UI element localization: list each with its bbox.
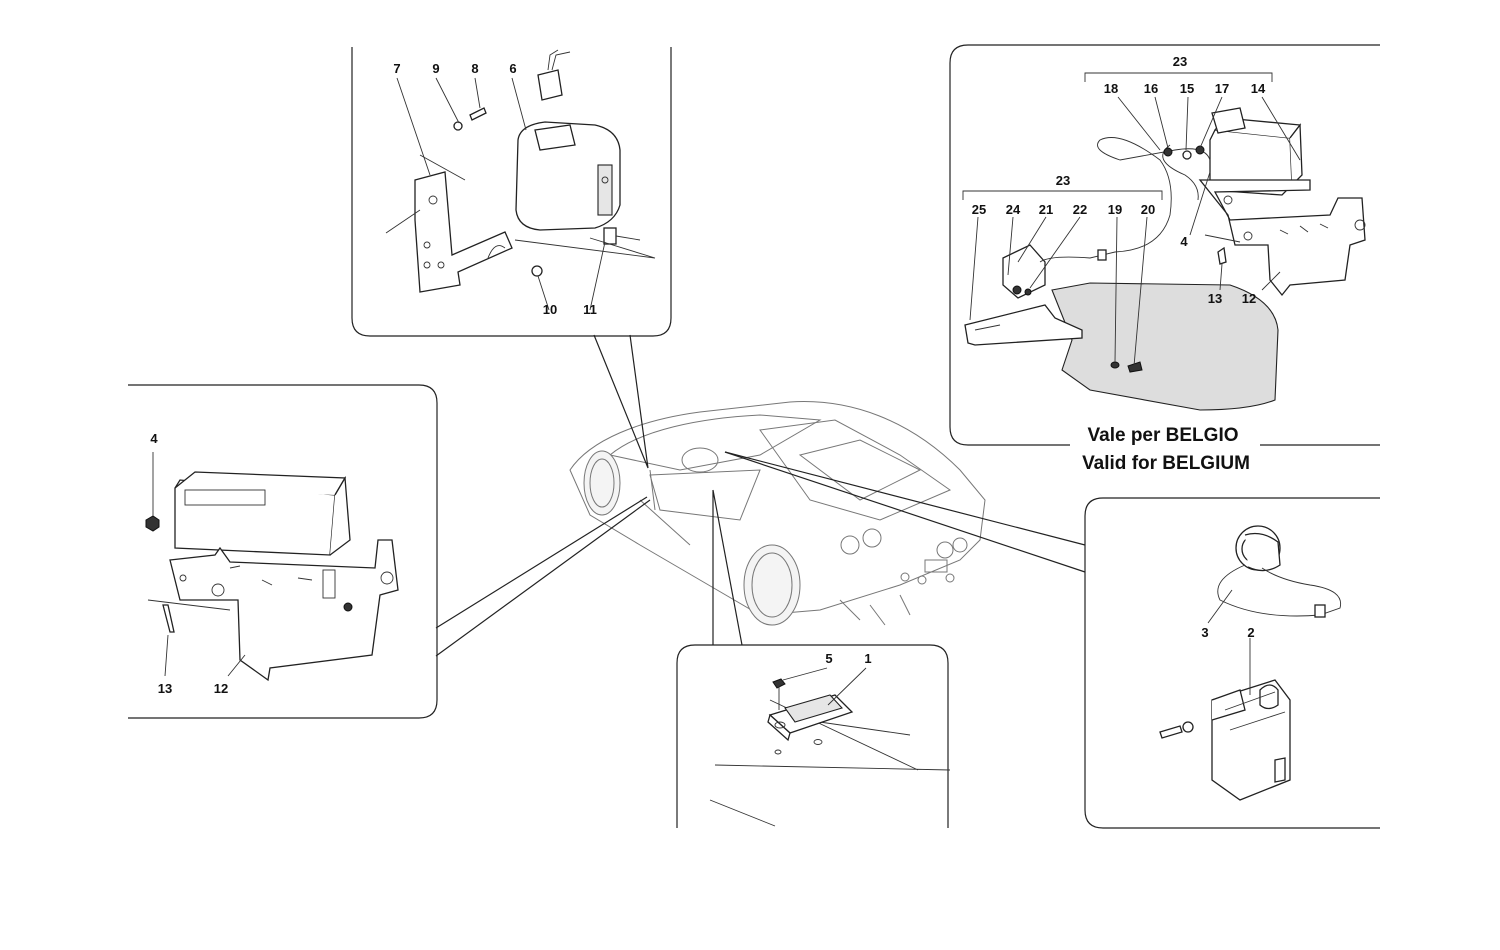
label-part-11: 11 bbox=[583, 302, 597, 317]
label-part-15: 15 bbox=[1180, 81, 1194, 96]
detail-box-sensor bbox=[676, 644, 951, 828]
label-part-3: 3 bbox=[1201, 625, 1208, 640]
label-part-7: 7 bbox=[393, 61, 400, 76]
detail-box-immobilizer bbox=[1084, 497, 1380, 829]
caption-line-2: Valid for BELGIUM bbox=[1082, 453, 1250, 474]
label-part-14: 14 bbox=[1251, 81, 1266, 96]
label-part-22: 22 bbox=[1073, 202, 1087, 217]
label-part-5: 5 bbox=[825, 651, 832, 666]
label-part-16: 16 bbox=[1144, 81, 1158, 96]
label-part-8: 8 bbox=[471, 61, 478, 76]
label-part-12-right: 12 bbox=[1242, 291, 1256, 306]
label-part-24: 24 bbox=[1006, 202, 1021, 217]
leader-lines bbox=[435, 334, 1086, 657]
caption-line-1: Vale per BELGIO bbox=[1088, 425, 1239, 446]
label-part-18: 18 bbox=[1104, 81, 1118, 96]
label-part-19: 19 bbox=[1108, 202, 1122, 217]
label-part-4-right: 4 bbox=[1180, 234, 1188, 249]
label-part-20: 20 bbox=[1141, 202, 1155, 217]
label-part-2: 2 bbox=[1247, 625, 1254, 640]
label-part-23-top: 23 bbox=[1173, 54, 1187, 69]
label-part-23-left: 23 bbox=[1056, 173, 1070, 188]
label-part-9: 9 bbox=[432, 61, 439, 76]
detail-box-control-unit-left bbox=[128, 384, 438, 719]
car-illustration bbox=[569, 401, 986, 626]
label-part-13-right: 13 bbox=[1208, 291, 1222, 306]
label-part-6: 6 bbox=[509, 61, 516, 76]
label-part-13-left: 13 bbox=[158, 681, 172, 696]
part-labels: 7 9 8 6 10 11 4 13 12 5 1 3 2 23 18 16 1… bbox=[150, 54, 1266, 696]
label-part-12-left: 12 bbox=[214, 681, 228, 696]
label-part-17: 17 bbox=[1215, 81, 1229, 96]
label-part-25: 25 bbox=[972, 202, 986, 217]
label-part-4-left: 4 bbox=[150, 431, 158, 446]
detail-box-siren bbox=[351, 47, 672, 337]
label-part-10: 10 bbox=[543, 302, 557, 317]
label-part-21: 21 bbox=[1039, 202, 1053, 217]
detail-box-belgium bbox=[949, 44, 1380, 446]
label-part-1: 1 bbox=[864, 651, 871, 666]
